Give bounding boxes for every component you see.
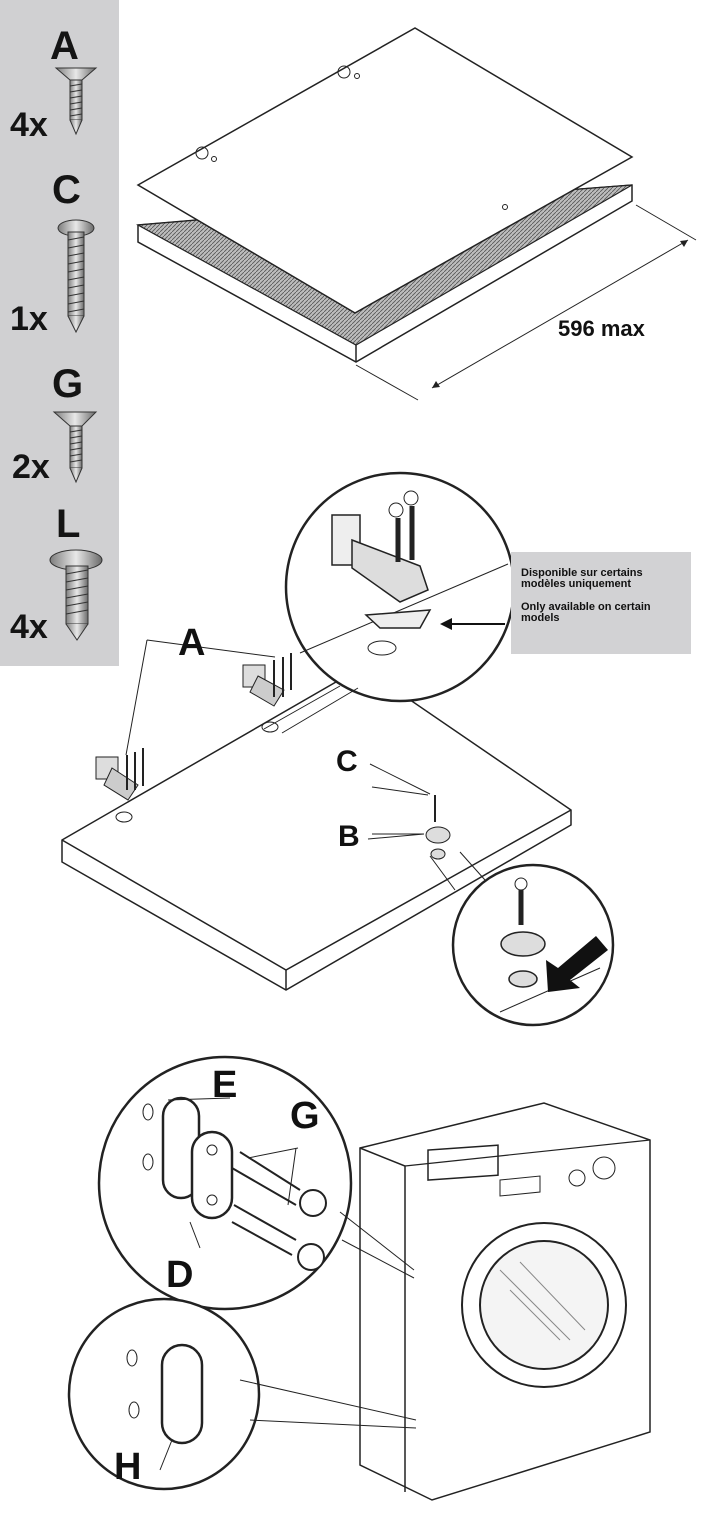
cover-detail-magnifier: [67, 1297, 417, 1491]
hinge-right-icon: [242, 653, 292, 733]
screw-a-icon: [54, 67, 98, 136]
screw-l-letter: L: [56, 502, 81, 546]
screw-l-qty: 4x: [10, 608, 48, 646]
callout-h: H: [114, 1446, 142, 1488]
bracket-detail-magnifier: [97, 1055, 415, 1311]
callout-d: D: [166, 1254, 194, 1296]
callout-a: A: [178, 622, 206, 664]
hinge-detail-magnifier: [263, 471, 516, 734]
availability-note: Disponible sur certains modèles uniqueme…: [511, 552, 691, 654]
availability-note-fr: Disponible sur certains modèles uniqueme…: [521, 567, 643, 590]
screw-c-letter: C: [52, 168, 81, 212]
availability-note-en: Only available on certain models: [521, 601, 651, 624]
callout-e: E: [212, 1064, 238, 1106]
pad-detail-magnifier: [429, 851, 615, 1027]
screw-a-letter: A: [50, 24, 79, 68]
screw-a-qty: 4x: [10, 106, 48, 144]
screw-g-icon: [52, 411, 98, 484]
screw-c-qty: 1x: [10, 300, 48, 338]
washing-machine-illustration: [359, 1102, 651, 1501]
worktop-illustration: [135, 27, 697, 401]
dimension-label: 596 max: [558, 316, 645, 341]
screw-g-letter: G: [52, 362, 84, 406]
screw-c-icon: [57, 219, 95, 334]
screw-g-qty: 2x: [12, 448, 50, 486]
callout-g: G: [290, 1095, 320, 1137]
hinge-left-icon: [95, 748, 144, 823]
screw-l-icon: [49, 549, 103, 641]
callout-b: B: [338, 820, 360, 853]
callout-c: C: [336, 745, 358, 778]
